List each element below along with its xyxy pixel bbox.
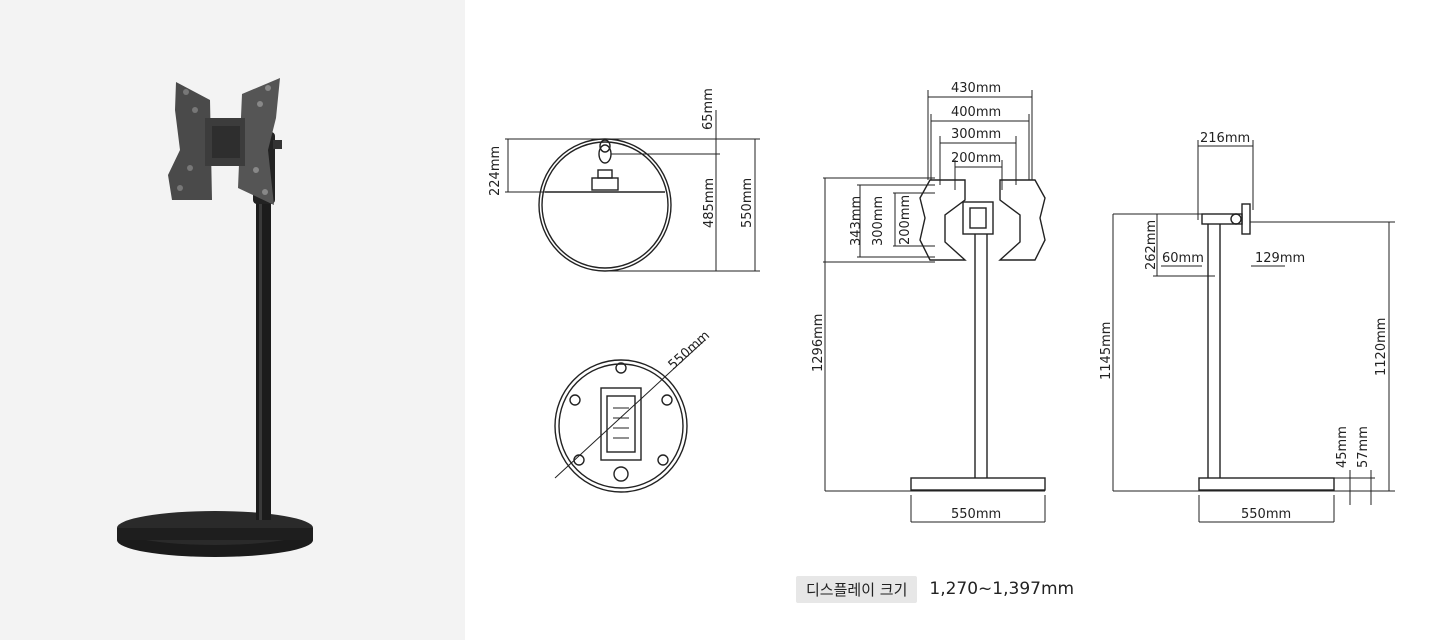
side-dim-1120: 1120mm	[1374, 318, 1389, 376]
side-dim-60: 60mm	[1162, 251, 1204, 266]
display-size-spec: 디스플레이 크기 1,270~1,397mm	[796, 575, 1075, 603]
front-dim-1296: 1296mm	[811, 314, 826, 372]
side-dim-262: 262mm	[1144, 220, 1159, 270]
monitor-stand-photo	[117, 78, 313, 557]
display-size-value: 1,270~1,397mm	[929, 579, 1075, 599]
side-dim-57: 57mm	[1356, 426, 1371, 468]
side-dim-129: 129mm	[1255, 251, 1305, 266]
dimension-drawings: 65mm 224mm 485mm 550mm 550mm	[465, 0, 1440, 640]
front-dim-base: 550mm	[951, 507, 1001, 522]
dimension-svg: 65mm 224mm 485mm 550mm 550mm	[488, 81, 1395, 523]
top-dim-550: 550mm	[740, 178, 755, 228]
side-dim-1145: 1145mm	[1099, 322, 1114, 380]
side-dim-base: 550mm	[1241, 507, 1291, 522]
front-dim-343: 343mm	[849, 196, 864, 246]
bottom-view-diagram	[554, 339, 706, 493]
front-dim-200h: 200mm	[898, 195, 913, 245]
front-dim-300w: 300mm	[951, 127, 1001, 142]
front-view-diagram	[823, 90, 1046, 523]
side-dim-216: 216mm	[1200, 131, 1250, 146]
front-dim-200w: 200mm	[951, 151, 1001, 166]
top-dim-485: 485mm	[702, 178, 717, 228]
front-dim-430: 430mm	[951, 81, 1001, 96]
top-view-diagram	[505, 110, 760, 272]
top-dim-224: 224mm	[488, 146, 503, 196]
product-photo-panel	[0, 0, 465, 640]
front-dim-300h: 300mm	[871, 196, 886, 246]
display-size-label: 디스플레이 크기	[796, 575, 918, 603]
bottom-dim-550: 550mm	[666, 328, 713, 373]
side-dim-45: 45mm	[1335, 426, 1350, 468]
side-view-diagram	[1112, 140, 1395, 523]
front-dim-400: 400mm	[951, 105, 1001, 120]
top-dim-65: 65mm	[701, 88, 716, 130]
